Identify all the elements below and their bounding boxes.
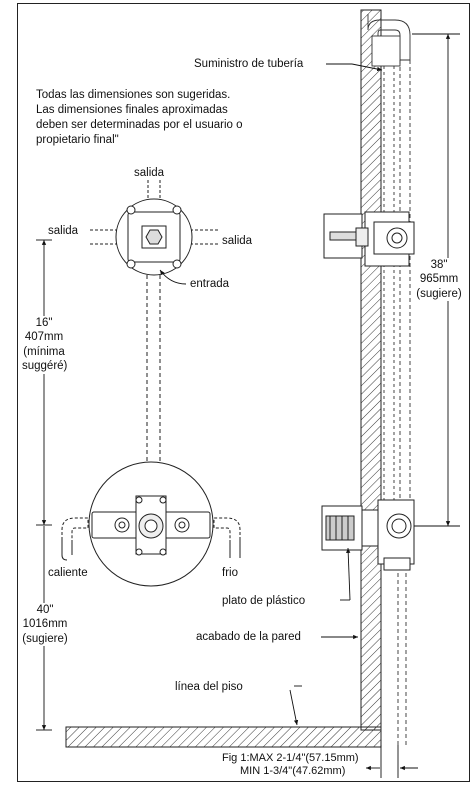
label-outlet-right: salida [222,235,253,247]
dim-16-note-1: (mínima [23,345,65,358]
floor [65,726,382,748]
dim-40-label: 40" 1016mm (sugiere) [20,603,70,647]
dim-38-mm: 965mm [419,273,459,286]
label-pipe-supply: Suministro de tubería [194,58,304,70]
note-line-2: Las dimensiones finales aproximadas [36,103,228,116]
dim-16-note-2: suggéré) [22,360,68,373]
label-outlet-left: salida [48,225,79,237]
note-line-4: propietario final" [36,133,119,146]
dim-16-inches: 16" [35,317,53,329]
dim-16-label: 16" 407mm (mínima suggéré) [22,316,68,374]
supply-pipe-wall [367,14,411,745]
label-inlet: entrada [190,278,230,290]
label-floor-line: línea del piso [175,681,243,693]
upper-valve-front-view [90,180,218,470]
wall [360,9,382,731]
note-line-3: deben ser determinadas por el usuario o [36,118,243,131]
note-line-1: Todas las dimensiones son sugeridas. [36,89,231,101]
fig-max-dim: Fig 1:MAX 2-1/4"(57.15mm) [222,752,359,764]
drawing-border [17,3,470,782]
label-plastic-plate: plato de plástico [222,595,306,607]
dim-40-mm: 1016mm [22,618,68,631]
label-cold: frio [222,567,238,579]
dim-16-mm: 407mm [24,331,64,344]
fig-min-dim: MIN 1-3/4"(47.62mm) [240,765,346,777]
label-outlet-top: salida [134,167,165,179]
lower-valve-side-view [321,499,415,571]
label-hot: caliente [48,567,88,579]
upper-valve-side-view [323,211,415,267]
lower-valve-front-view [61,461,241,587]
dim-40-note: (sugiere) [22,632,68,645]
dim-38-note: (sugiere) [416,287,462,300]
dim-38-inches: 38" [430,259,448,271]
leader-lines [159,63,383,726]
dim-38-label: 38" 965mm (sugiere) [414,258,464,302]
dim-40-inches: 40" [36,604,54,616]
dimensions-note: Todas las dimensiones son sugeridas. Las… [36,88,306,148]
label-wall-finish: acabado de la pared [196,631,301,643]
